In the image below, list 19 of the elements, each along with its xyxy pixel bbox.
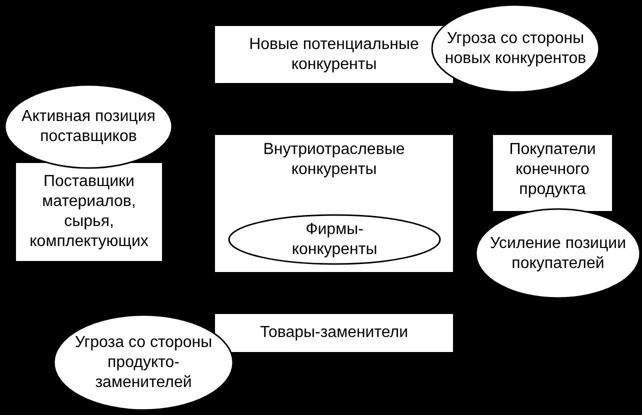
ellipse (53, 314, 234, 411)
node-text: Фирмы-конкуренты (291, 220, 378, 260)
node-text: Угроза со стороны продукто-заменителей (74, 332, 213, 392)
node-text: Новые потенциальные конкуренты (248, 34, 420, 74)
box (493, 135, 612, 211)
node-text: Товары-заменители (259, 323, 409, 343)
node-text: Угроза со стороны новых конкурентов (444, 28, 587, 68)
node-text: Усиление позиции покупателей (489, 234, 627, 274)
ellipse (4, 84, 173, 169)
ellipse (431, 4, 600, 93)
box (215, 135, 453, 272)
node-text: Активная позиция поставщиков (21, 106, 156, 146)
node-text: Поставщики материалов, сырья, комплектующих (29, 172, 149, 252)
node-text: Покупатели конечного продукта (508, 140, 596, 200)
box (16, 163, 162, 261)
node-text: Внутриотраслевые конкуренты (262, 140, 406, 180)
ellipse (228, 214, 441, 265)
ellipse (475, 208, 641, 299)
box (215, 314, 453, 352)
